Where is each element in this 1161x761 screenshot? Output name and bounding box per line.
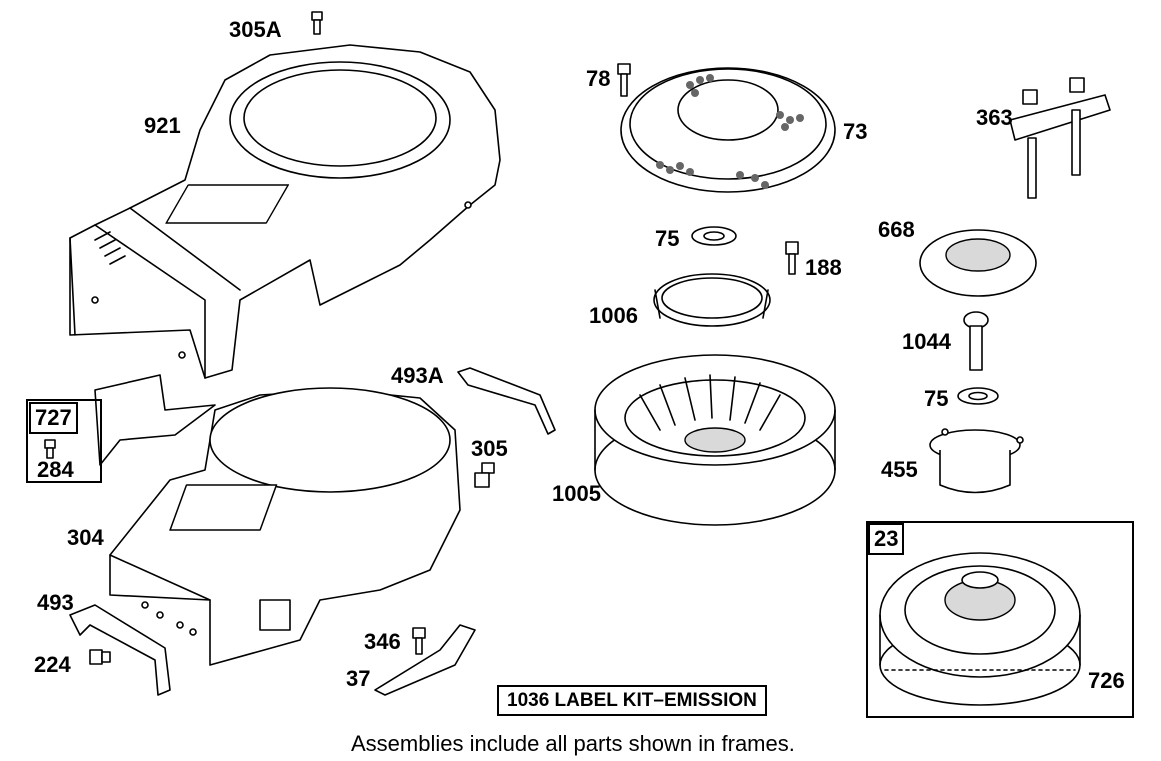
label-1006: 1006 xyxy=(589,303,638,328)
label-493a: 493A xyxy=(391,363,444,388)
washer-75-top xyxy=(691,226,737,246)
bracket-363 xyxy=(1009,77,1111,199)
label-1005: 1005 xyxy=(552,481,601,506)
label-73: 73 xyxy=(843,119,868,144)
label-668: 668 xyxy=(878,217,915,242)
label-727: 727 xyxy=(29,402,78,434)
housing-455 xyxy=(929,428,1024,494)
blower-housing-921 xyxy=(69,44,501,379)
label-304: 304 xyxy=(67,525,104,550)
washer-75-right xyxy=(957,387,999,405)
bracket-493 xyxy=(69,604,171,696)
screw-188 xyxy=(785,241,799,275)
flywheel-1005 xyxy=(594,354,836,526)
blower-housing-304 xyxy=(109,387,461,666)
screw-346 xyxy=(412,627,426,655)
screw-305 xyxy=(474,462,495,488)
label-284: 284 xyxy=(37,457,74,482)
rotating-screen-73 xyxy=(620,67,836,193)
label-23: 23 xyxy=(868,523,905,555)
label-188: 188 xyxy=(805,255,842,280)
guide-37 xyxy=(374,624,476,696)
screw-224 xyxy=(89,649,111,665)
screw-78 xyxy=(617,63,631,97)
label-kit-box: 1036 LABEL KIT–EMISSION xyxy=(497,685,767,716)
screw-1044 xyxy=(963,311,989,371)
plate-668 xyxy=(919,229,1037,297)
label-75-top: 75 xyxy=(655,226,680,251)
label-1044: 1044 xyxy=(902,329,951,354)
label-37: 37 xyxy=(346,666,371,691)
screw-305a xyxy=(311,11,323,35)
label-305: 305 xyxy=(471,436,508,461)
alternator-23 xyxy=(879,552,1081,706)
label-921: 921 xyxy=(144,113,181,138)
screw-284 xyxy=(44,439,56,459)
frame-23 xyxy=(866,521,1134,718)
label-224: 224 xyxy=(34,652,71,677)
bracket-493a xyxy=(457,367,556,435)
label-493: 493 xyxy=(37,590,74,615)
frame-727 xyxy=(26,399,102,483)
label-75-right: 75 xyxy=(924,386,949,411)
label-346: 346 xyxy=(364,629,401,654)
shield-727 xyxy=(94,374,216,466)
label-305a: 305A xyxy=(229,17,282,42)
label-78: 78 xyxy=(586,66,611,91)
frames-caption: Assemblies include all parts shown in fr… xyxy=(351,731,795,756)
label-363: 363 xyxy=(976,105,1013,130)
label-455: 455 xyxy=(881,457,918,482)
ratchet-1006 xyxy=(653,273,771,327)
label-726: 726 xyxy=(1088,668,1125,693)
